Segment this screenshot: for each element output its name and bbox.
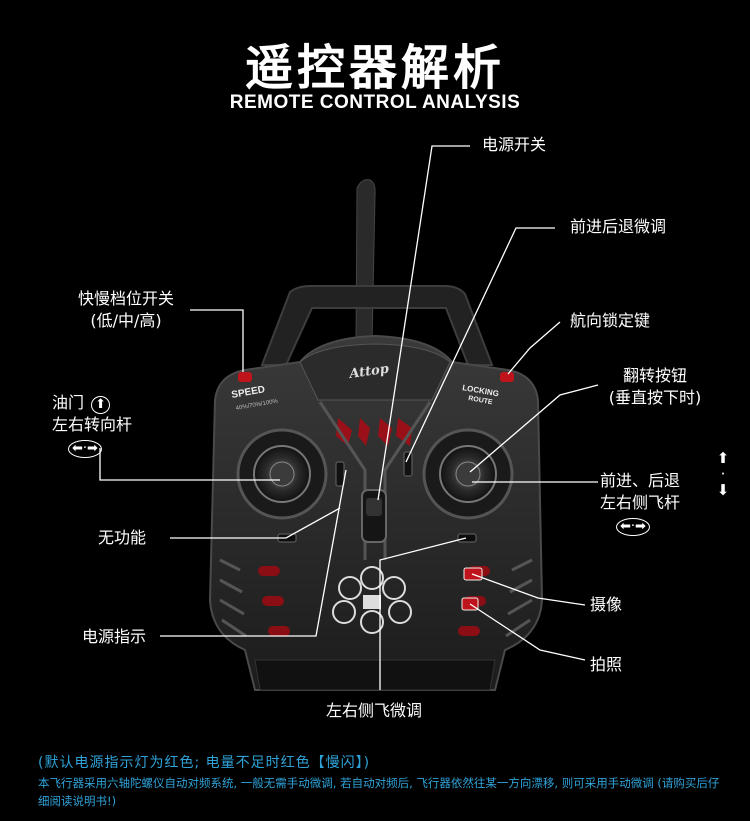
top-panel <box>299 343 451 401</box>
left-red-accent <box>336 418 352 446</box>
carry-handle <box>260 285 494 366</box>
label-power-indicator: 电源指示 <box>82 627 147 646</box>
route-label: ROUTE <box>468 395 494 406</box>
left-right-arrow-icon: ⬅·➡ <box>616 518 650 536</box>
label-right-stick-line1: 前进、后退 <box>600 471 681 490</box>
label-flip-button: 翻转按钮 (垂直按下时) <box>596 365 714 409</box>
label-no-function: 无功能 <box>98 528 147 547</box>
mid-right-red-accent <box>378 418 392 446</box>
label-flip-line2: (垂直按下时) <box>608 388 702 407</box>
label-side-trim: 左右侧飞微调 <box>326 701 423 720</box>
antenna <box>355 179 376 346</box>
label-speed-switch-line1: 快慢档位开关 <box>77 289 174 308</box>
right-shoulder-led <box>500 372 514 382</box>
label-camera: 摄像 <box>590 595 623 614</box>
label-trim-forward-back: 前进后退微调 <box>570 217 667 236</box>
label-throttle-line2: 左右转向杆 <box>52 415 133 434</box>
up-arrow-icon: ⬆ <box>91 396 111 414</box>
label-power-switch: 电源开关 <box>482 135 547 154</box>
label-throttle-line1: 油门 <box>52 393 85 412</box>
right-trim-slider <box>403 451 413 477</box>
up-down-arrow-icon: ⬆·⬇ <box>716 449 730 499</box>
note-power-indicator: (默认电源指示灯为红色; 电量不足时红色【慢闪】) <box>38 755 371 771</box>
label-right-stick: 前进、后退 左右侧飞杆 ⬅·➡ <box>600 470 680 536</box>
left-shoulder-led <box>238 372 252 382</box>
right-red-accent <box>396 418 412 446</box>
label-speed-switch-line2: (低/中/高) <box>90 311 162 330</box>
page-subtitle: REMOTE CONTROL ANALYSIS <box>229 92 521 113</box>
label-throttle: 油门 ⬆ 左右转向杆 ⬅·➡ <box>52 392 132 458</box>
left-trim-slider <box>335 461 345 487</box>
note-auto-trim: 本飞行器采用六轴陀螺仪自动对频系统, 一般无需手动微调, 若自动对频后, 飞行器… <box>38 776 720 808</box>
label-flip-line1: 翻转按钮 <box>622 366 687 385</box>
mid-left-red-accent <box>358 418 370 446</box>
page-title: 遥控器解析 <box>244 40 505 96</box>
drone-emblem <box>332 566 412 634</box>
label-speed-switch: 快慢档位开关 (低/中/高) <box>62 288 190 332</box>
left-right-arrow-icon: ⬅·➡ <box>68 440 102 458</box>
side-trim-switch <box>457 533 477 543</box>
label-photo: 拍照 <box>590 655 623 674</box>
label-heading-lock: 航向锁定键 <box>570 311 651 330</box>
label-right-stick-line2: 左右侧飞杆 <box>600 493 681 512</box>
brand-logo: Attop <box>346 362 389 383</box>
